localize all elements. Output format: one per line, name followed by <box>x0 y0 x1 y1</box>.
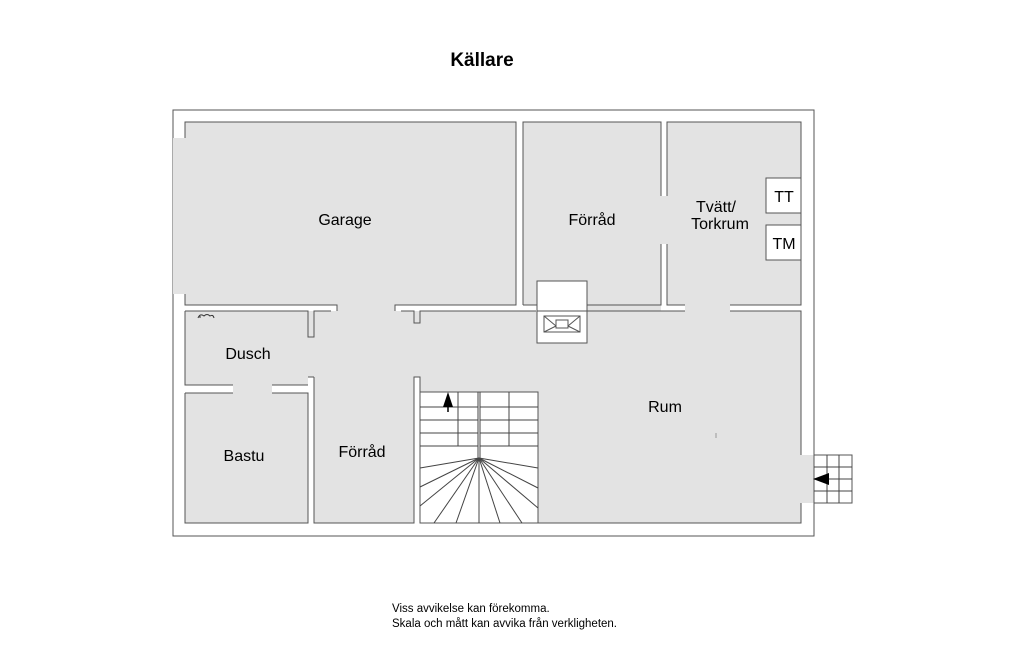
garage-floor <box>185 122 516 305</box>
exterior-steps <box>813 454 853 504</box>
rum-right-opening <box>801 455 814 503</box>
tm-label: TM <box>772 236 795 253</box>
forrad-bottom-label: Förråd <box>338 443 385 461</box>
tt-label: TT <box>774 189 794 206</box>
forrad-top-floor <box>523 122 661 305</box>
rum-label: Rum <box>648 399 682 416</box>
dusch-floor <box>185 311 308 385</box>
washing-machine: TM <box>765 224 802 261</box>
disclaimer: Viss avvikelse kan förekomma. Skala och … <box>392 602 617 632</box>
bastu-floor <box>185 393 308 523</box>
arrow-up-icon <box>443 392 453 407</box>
garage-label: Garage <box>318 212 371 229</box>
doorway-forrad-top <box>587 305 661 311</box>
doorway-bastu <box>233 385 272 393</box>
forrad-bottom-floor <box>314 377 414 523</box>
doorway-garage <box>337 305 395 311</box>
dusch-label: Dusch <box>225 346 270 363</box>
doorway-forrad-tvatt <box>661 196 667 244</box>
tvatt-label-line1: Tvätt/ <box>696 199 737 216</box>
garage-door-opening <box>173 138 185 294</box>
tumble-dryer: TT <box>765 177 802 214</box>
chimney <box>536 280 588 344</box>
doorway-tvatt <box>685 305 730 311</box>
disclaimer-line-2: Skala och mått kan avvika från verklighe… <box>392 618 618 630</box>
shower-icon <box>197 314 215 319</box>
plan-title: Källare <box>450 50 513 71</box>
disclaimer-line-1: Viss avvikelse kan förekomma. <box>392 603 550 615</box>
interior-walls <box>184 121 802 524</box>
tvatt-label-line2: Torkrum <box>691 216 749 233</box>
room-floors <box>173 122 814 523</box>
forrad-top-label: Förråd <box>568 211 615 229</box>
staircase <box>419 391 539 524</box>
bastu-label: Bastu <box>224 448 265 465</box>
arrow-left-icon <box>813 473 829 485</box>
